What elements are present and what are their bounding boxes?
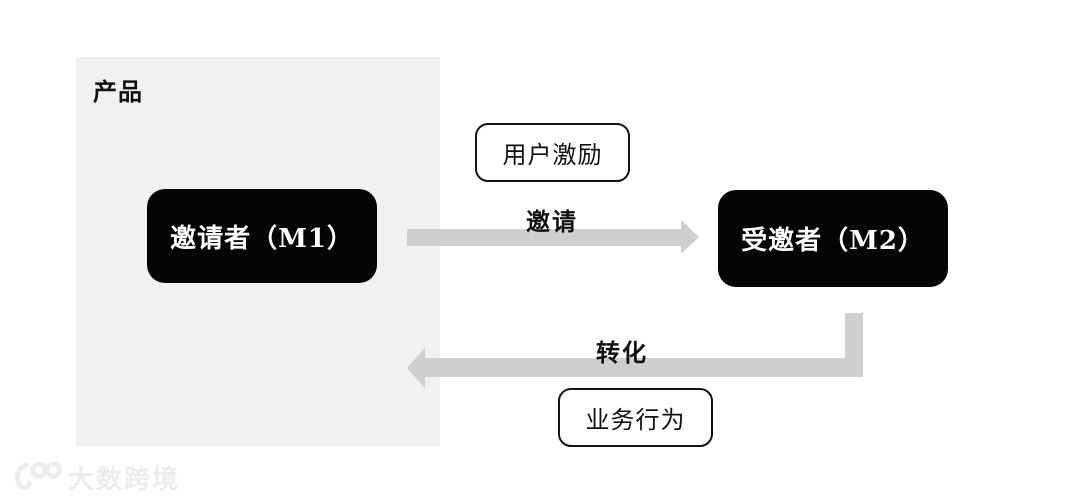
- node-invitee-m2: 受邀者（M2）: [718, 190, 948, 287]
- callout-business-action: 业务行为: [558, 388, 713, 447]
- node-inviter-label: 邀请者（M1）: [170, 223, 354, 254]
- invite-arrow-shaft: [407, 229, 681, 246]
- convert-arrow-shaft: [425, 358, 863, 377]
- invite-arrow-label: 邀请: [526, 207, 578, 236]
- panel-title: 产品: [93, 77, 143, 106]
- node-inviter-m1: 邀请者（M1）: [147, 189, 377, 283]
- convert-arrow-head-icon: [407, 348, 425, 388]
- convert-arrow-label: 转化: [596, 338, 648, 367]
- watermark-text: 大数跨境: [68, 464, 181, 495]
- watermark: 大数跨境: [12, 458, 180, 496]
- callout-business-action-label: 业务行为: [585, 406, 686, 434]
- watermark-100-logo-icon: [15, 461, 62, 491]
- node-invitee-label: 受邀者（M2）: [741, 226, 925, 256]
- callout-user-incentive-label: 用户激励: [502, 141, 603, 169]
- invite-arrow-head-icon: [681, 220, 699, 254]
- callout-user-incentive: 用户激励: [475, 123, 630, 182]
